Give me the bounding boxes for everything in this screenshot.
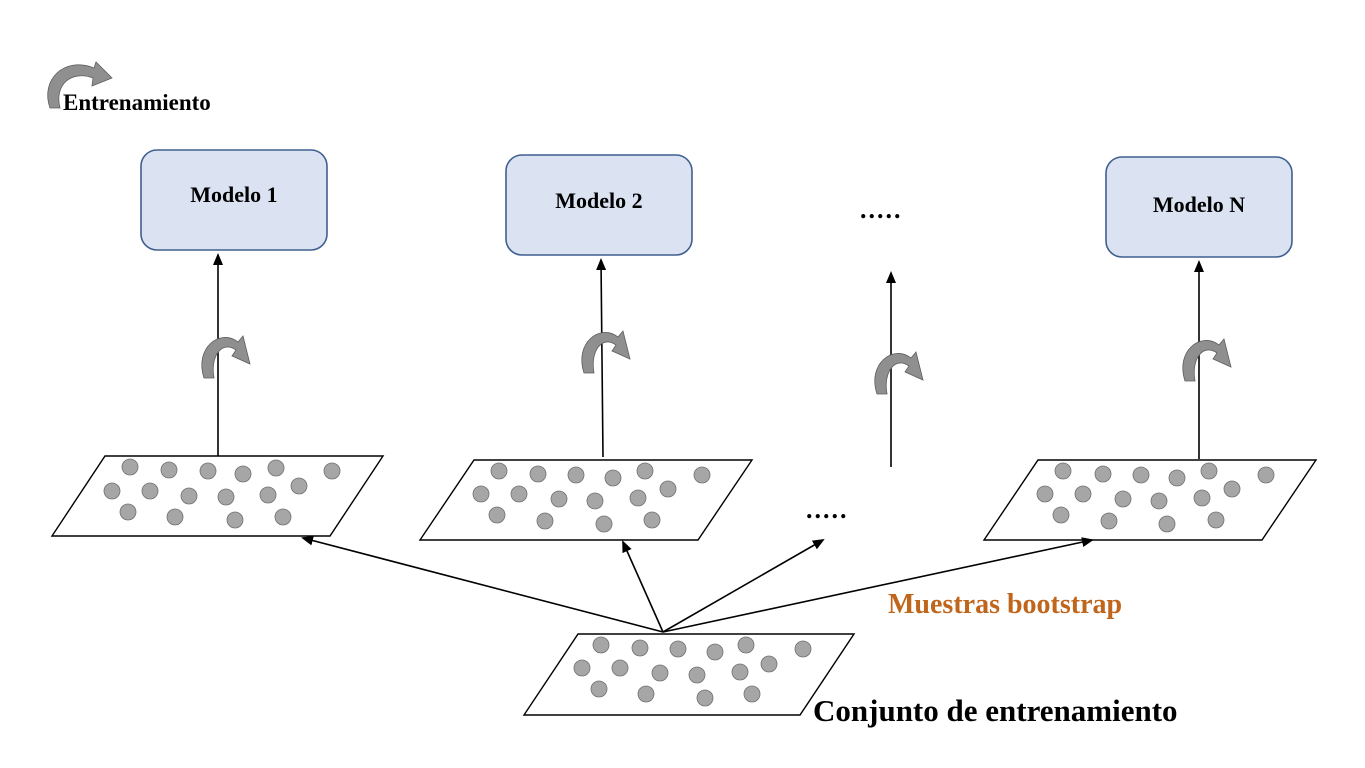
sample-points (573, 636, 812, 707)
sample-points (103, 458, 341, 529)
training-cycle-icon (47, 61, 113, 109)
model-label: Modelo 1 (190, 182, 277, 207)
model-box-1: Modelo 1 (140, 149, 328, 251)
model-label: Modelo 2 (555, 188, 642, 213)
training-cycle-icon (201, 335, 251, 379)
train-arrow-2 (596, 258, 607, 458)
samples-ellipsis: ..... (806, 495, 849, 524)
bootstrap-arrow-3 (662, 539, 825, 633)
bootstrap-sample-2 (418, 459, 754, 541)
model-box-n: Modelo N (1105, 156, 1293, 258)
training-cycle-icon (1182, 338, 1232, 382)
training-cycle-icon (874, 351, 924, 395)
bootstrap-sample-n (982, 459, 1318, 541)
training-cycle-icon (581, 330, 631, 374)
bootstrap-arrow-2 (622, 540, 664, 633)
sample-points (472, 462, 711, 533)
model-label: Modelo N (1153, 192, 1245, 217)
legend: Entrenamiento (47, 61, 211, 115)
bootstrap-sample-1 (50, 455, 385, 537)
training-set (522, 633, 856, 716)
sample-points (1036, 462, 1275, 533)
legend-label: Entrenamiento (63, 90, 211, 115)
bootstrap-arrow-n (662, 537, 1094, 633)
models-ellipsis: ..... (860, 195, 903, 224)
bootstrap-label: Muestras bootstrap (888, 589, 1122, 620)
model-box-2: Modelo 2 (505, 154, 693, 256)
bootstrap-arrow-1 (301, 535, 664, 633)
training-set-label: Conjunto de entrenamiento (813, 693, 1178, 728)
